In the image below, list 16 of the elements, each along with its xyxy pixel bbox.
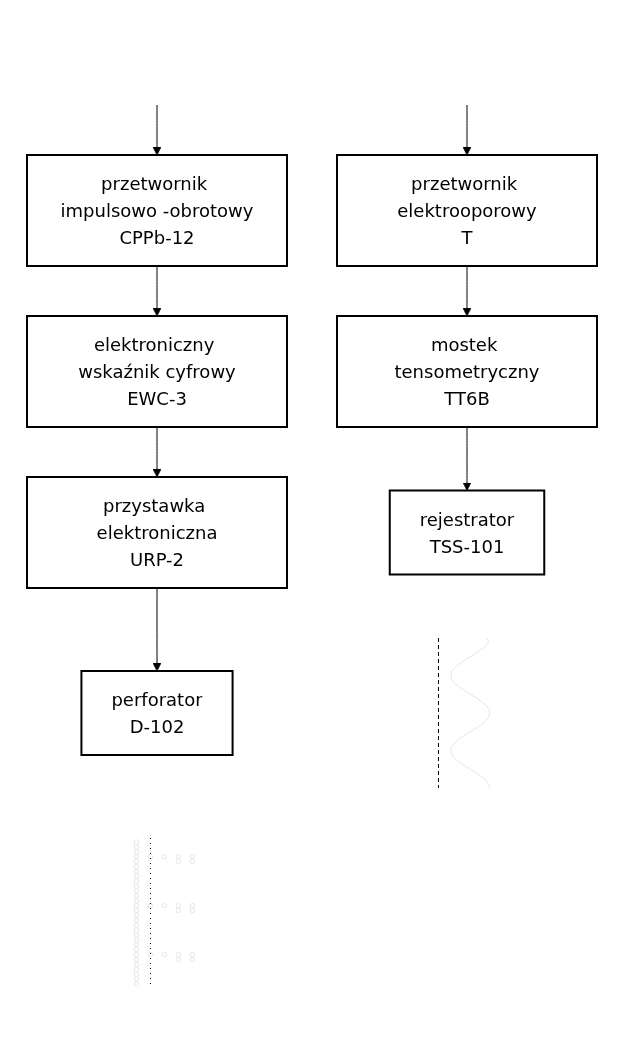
node-box: mostek tensometryczny TT6B [336,315,598,428]
arrow [152,587,162,672]
node-box: perforator D-102 [80,670,234,756]
punched-tape-drawing [133,837,196,989]
node-box: rejestrator TSS-101 [388,489,546,576]
node-box: elektroniczny wskaźnik cyfrowy EWC-3 [26,315,288,428]
recorder-trace-drawing [437,637,491,789]
arrow [152,426,162,478]
node-box: przystawka elektroniczna URP-2 [26,476,288,589]
arrow [462,265,472,317]
node-box: przetwornik elektrooporowy T [336,154,598,267]
arrow [462,426,472,491]
node-box: przetwornik impulsowo -obrotowy CPPb-12 [26,154,288,267]
arrow [152,265,162,317]
arrow [462,104,472,156]
arrow [152,104,162,156]
